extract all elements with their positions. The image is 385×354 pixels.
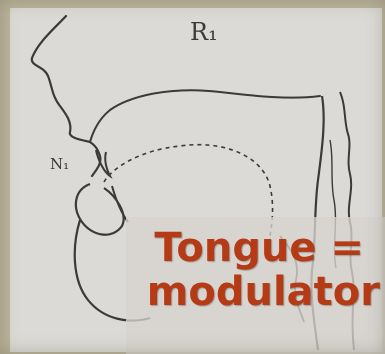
caption-line-2: modulator (147, 270, 380, 314)
lip-label: N₁ (50, 155, 69, 173)
caption-box: Tongue = modulator (126, 217, 385, 354)
upper-lip-outline (90, 90, 320, 142)
face-profile-outline (32, 16, 101, 176)
top-label: R₁ (190, 18, 218, 46)
lower-lip-outline (76, 184, 124, 235)
caption-line-1: Tongue = (154, 226, 364, 270)
